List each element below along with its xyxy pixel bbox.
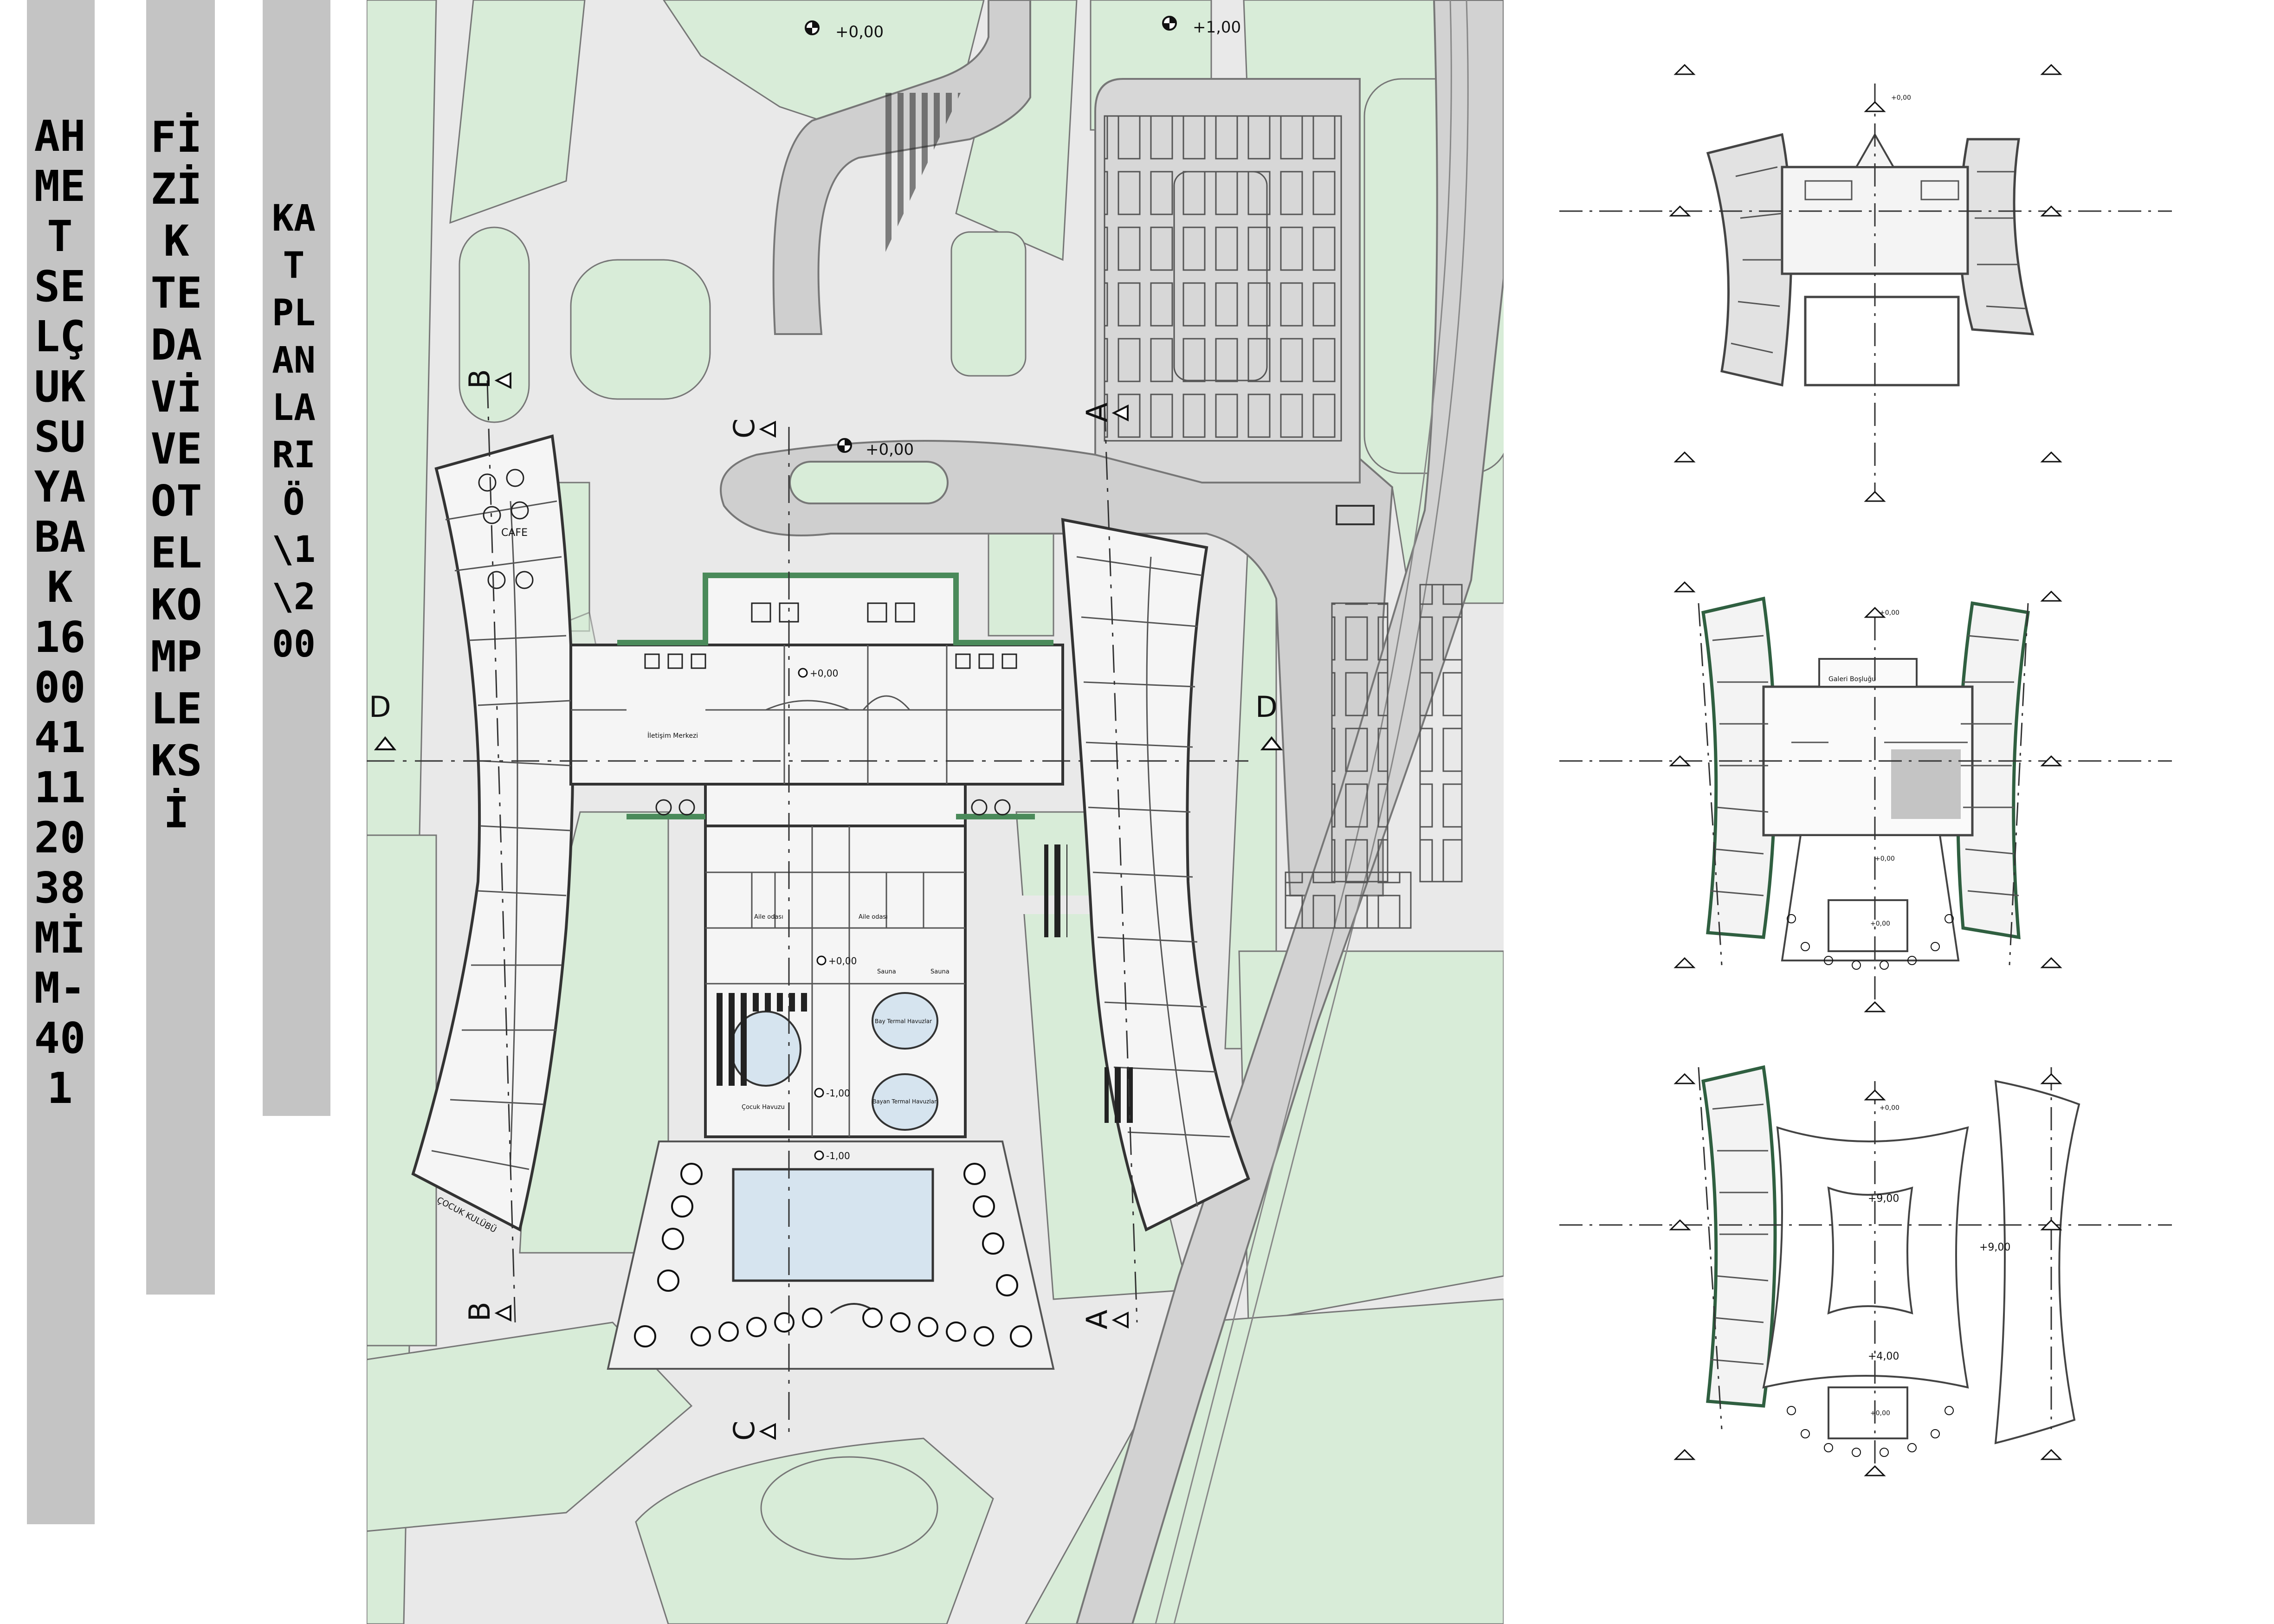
room-bay-havuz: Bay Termal Havuzlar [875, 1018, 932, 1025]
site-plan-drawing: +0,00 +1,00 +0,00 +0,00 +0,00 -1,00 -1,0… [367, 0, 1504, 1624]
section-mark-a-top: A [1080, 403, 1114, 422]
room-cocuk-havuzu: Çocuk Havuzu [742, 1104, 785, 1111]
floor-plans-panel: +0,00 Galeri Boşluğu + [1504, 0, 2274, 1624]
plan2-level-top: +0,00 [1880, 609, 1899, 617]
title-strip-sheet [263, 0, 330, 1116]
title-strip-project [146, 0, 215, 1295]
plan3-level-roof2: +9,00 [1979, 1242, 2010, 1253]
section-mark-a-bottom: A [1080, 1310, 1114, 1329]
room-bayan-havuz: Bayan Termal Havuzlar [872, 1098, 937, 1105]
section-mark-d-right: D [1255, 690, 1278, 724]
umbrellas [634, 1163, 1032, 1347]
plan3-level-roof1: +9,00 [1868, 1193, 1899, 1205]
plan2-level-mid: +0,00 [1875, 855, 1895, 863]
section-markers [374, 372, 1283, 1440]
section-mark-c-bottom: C [727, 1421, 761, 1441]
floor-plans-drawing: +0,00 Galeri Boşluğu + [1559, 64, 2172, 1476]
plan3-level-mid: +4,00 [1868, 1351, 1899, 1362]
terrace-borders [617, 573, 1053, 819]
level-pool-deck: -1,00 [826, 1150, 850, 1161]
floor-plan-3: +0,00 +9,00 +9,00 +4,00 +0,00 [1559, 1065, 2172, 1476]
title-strip-author [27, 0, 95, 1524]
interior-walls [431, 500, 1230, 1207]
room-cafe: CAFE [501, 527, 528, 539]
room-sauna-2: Sauna [930, 968, 950, 975]
room-iletisim: İletişim Merkezi [647, 731, 698, 740]
level-spa: +0,00 [828, 955, 857, 967]
site-plan: +0,00 +1,00 +0,00 +0,00 +0,00 -1,00 -1,0… [367, 0, 1504, 1624]
parking-lots [882, 93, 1463, 929]
level-parking: +1,00 [1193, 18, 1241, 37]
plan2-void-label: Galeri Boşluğu [1828, 676, 1876, 683]
room-aile-2: Aile odası [859, 914, 888, 921]
level-lobby: +0,00 [810, 668, 838, 679]
room-aile-1: Aile odası [754, 914, 783, 921]
section-axes [367, 380, 1248, 1438]
author-text: AHMET SELÇUK SUYABAK 160041112038 MİM-40… [34, 111, 86, 1113]
stripe-blocks [712, 844, 1137, 1123]
plan3-level-low: +0,00 [1870, 1410, 1890, 1417]
floor-plan-1: +0,00 [1559, 64, 2172, 502]
section-mark-b-bottom: B [463, 1302, 497, 1321]
room-sauna-1: Sauna [877, 968, 896, 975]
level-forecourt: +0,00 [866, 440, 914, 459]
level-markers [798, 16, 1177, 1160]
plan2-level-low: +0,00 [1870, 920, 1890, 928]
level-top-entry: +0,00 [835, 23, 884, 41]
plan1-level: +0,00 [1891, 94, 1911, 102]
project-title: FİZİK TEDAVİ VE OTEL KOMPLEKSİ [150, 112, 202, 838]
floor-plan-2: Galeri Boşluğu +0,00 +0,00 +0,00 [1559, 581, 2172, 1012]
pools [607, 992, 1055, 1370]
level-pool-hall: -1,00 [826, 1088, 850, 1099]
plan3-level-top: +0,00 [1880, 1104, 1899, 1112]
sheet-title: KAT PLANLARI Ö\1\200 [272, 198, 316, 665]
lobby-furniture [478, 469, 1017, 816]
section-mark-d-left: D [369, 690, 391, 724]
section-mark-c-top: C [727, 419, 761, 438]
section-mark-b-top: B [463, 369, 497, 389]
